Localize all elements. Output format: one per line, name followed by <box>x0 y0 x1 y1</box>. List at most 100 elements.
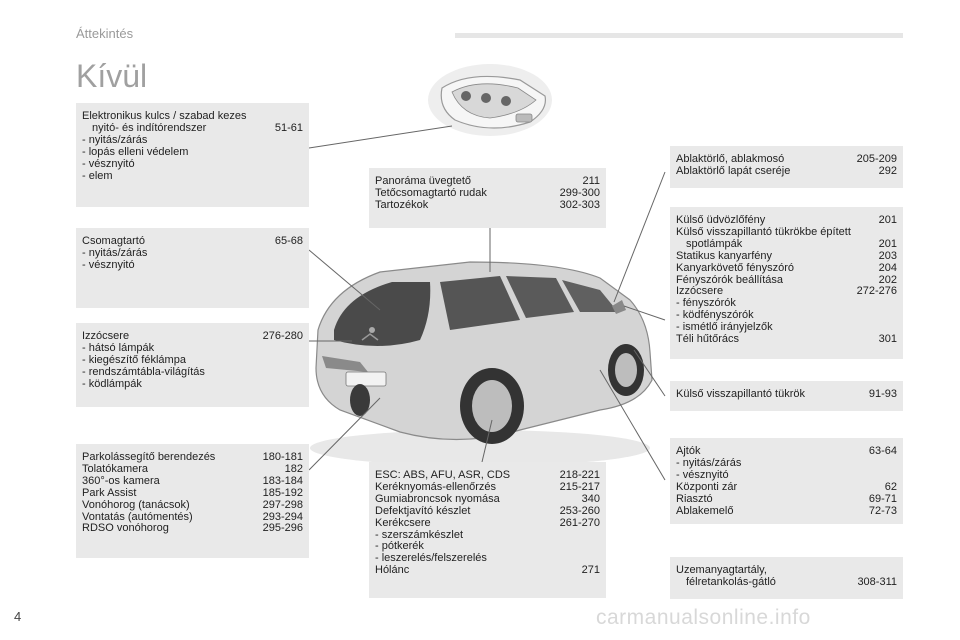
list-item: - rendszámtábla-világítás <box>82 367 303 379</box>
list-item: RDSO vonóhorog 295-296 <box>82 523 303 535</box>
page-reference <box>594 541 600 553</box>
item-label: Külső visszapillantó tükrök <box>676 389 806 400</box>
page-reference: 340 <box>581 492 600 505</box>
box-front-lights: Külső üdvözlőfény 201 Külső visszapillant… <box>670 207 903 359</box>
page-reference <box>297 379 303 391</box>
page-reference <box>594 530 600 542</box>
item-label: Külső üdvözlőfény <box>676 215 766 226</box>
list-item: - nyitás/zárás <box>676 458 897 470</box>
item-label: - ködfényszórók <box>676 310 754 322</box>
item-label: Ablakemelő <box>676 505 734 517</box>
page-reference: 65-68 <box>274 235 303 247</box>
page-reference: 218-221 <box>559 469 600 481</box>
list-item: - szerszámkészlet <box>375 530 600 542</box>
item-label: Tetőcsomagtartó rudak <box>375 187 487 199</box>
item-label: Defektjavító készlet <box>375 505 471 517</box>
item-label: Park Assist <box>82 487 137 499</box>
list-item: - vésznyitó <box>82 159 303 171</box>
page-reference: 180-181 <box>262 451 303 463</box>
page-reference: 201 <box>878 214 897 226</box>
page-reference: 302-303 <box>559 198 600 211</box>
list-item: Tartozékok 302-303 <box>375 198 600 212</box>
item-label: - nyitás/zárás <box>82 247 148 259</box>
list-item: Vonóhorog (tanácsok) 297-298 <box>82 498 303 512</box>
item-label: Parkolássegítő berendezés <box>82 452 216 463</box>
watermark: carmanualsonline.info <box>596 606 811 629</box>
item-label: - rendszámtábla-világítás <box>82 366 205 378</box>
item-label: Ablaktörlő, ablakmosó <box>676 154 785 165</box>
item-label: - leszerelés/felszerelés <box>375 553 487 565</box>
list-item: - nyitás/zárás <box>82 135 303 147</box>
page-reference: 293-294 <box>262 510 303 523</box>
item-label: Keréknyomás-ellenőrzés <box>375 481 497 493</box>
item-label: RDSO vonóhorog <box>82 523 169 535</box>
list-item: Keréknyomás-ellenőrzés 215-217 <box>375 480 600 494</box>
item-label: - vésznyitó <box>82 259 135 271</box>
list-item: Hólánc 271 <box>375 564 600 577</box>
item-label: - vésznyitó <box>82 158 135 170</box>
page-reference <box>891 458 897 470</box>
item-label: - lopás elleni védelem <box>82 146 189 158</box>
item-label: Kanyarkövető fényszóró <box>676 262 795 274</box>
item-label: - fényszórók <box>676 298 736 310</box>
box-parking: Parkolássegítő berendezés 180-181 Tolatók… <box>76 444 309 558</box>
item-label: Ablaktörlő lapát cseréje <box>676 165 791 177</box>
page-reference: 63-64 <box>868 445 897 457</box>
page-reference <box>297 355 303 367</box>
list-item: Vontatás (autómentés)293-294 <box>82 510 303 524</box>
page-reference: 297-298 <box>262 498 303 511</box>
page-reference: 203 <box>878 249 897 262</box>
list-item: - ködlámpák <box>82 379 303 391</box>
page-reference <box>297 367 303 379</box>
page-reference <box>297 260 303 272</box>
page-reference <box>297 248 303 260</box>
item-label: - kiegészítő féklámpa <box>82 354 186 366</box>
item-label: Üzemanyagtartály, <box>676 565 767 576</box>
page-reference <box>891 470 897 482</box>
item-label: Ajtók <box>676 446 701 457</box>
page-number: 4 <box>14 609 22 624</box>
list-item: Elektronikus kulcs / szabad kezes <box>82 111 303 123</box>
list-item: Parkolássegítő berendezés 180-181 <box>82 451 303 464</box>
leader-lines <box>308 125 666 481</box>
item-label: Külső visszapillantó tükrökbe épített <box>676 226 851 238</box>
item-label: Hólánc <box>375 565 410 577</box>
item-label: - nyitás/zárás <box>82 134 148 146</box>
box-electronic-key: Elektronikus kulcs / szabad kezes nyitó-… <box>76 103 309 207</box>
page-reference <box>297 159 303 171</box>
page-reference: 215-217 <box>559 480 600 493</box>
item-label: Tartozékok <box>375 199 429 211</box>
page-reference: 299-300 <box>559 186 600 199</box>
key-fob-image <box>428 64 552 136</box>
page-reference: 295-296 <box>262 522 303 535</box>
item-label: Panoráma üvegtető <box>375 176 472 187</box>
list-item: Tetőcsomagtartó rudak 299-300 <box>375 186 600 200</box>
page-title: Kívül <box>76 58 148 94</box>
page-reference: 202 <box>878 273 897 286</box>
page-reference: 211 <box>582 175 600 187</box>
list-item: - hátsó lámpák <box>82 343 303 355</box>
item-label: - nyitás/zárás <box>676 457 742 469</box>
page-reference: 271 <box>581 564 600 577</box>
page-reference: 292 <box>878 164 897 177</box>
item-label: Gumiabroncsok nyomása <box>375 493 500 505</box>
list-item: - kiegészítő féklámpa <box>82 355 303 367</box>
item-label: - szerszámkészlet <box>375 529 464 541</box>
item-label: Vonóhorog (tanácsok) <box>82 499 190 511</box>
